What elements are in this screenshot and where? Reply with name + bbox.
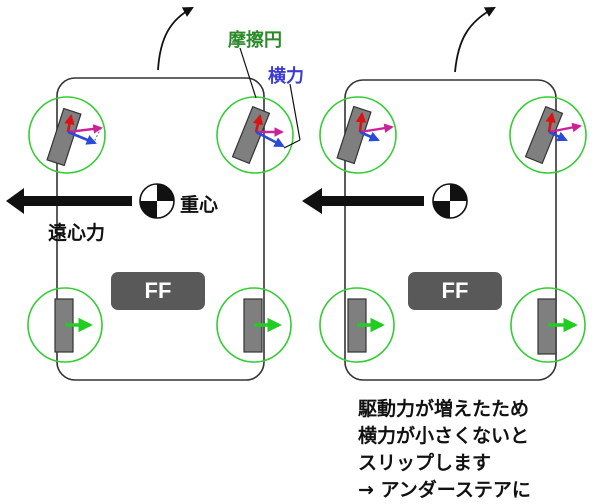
centrifugal-force-label: 遠心力 [48, 222, 106, 244]
note-line: 駆動力が増えたため [358, 398, 530, 420]
wheel-front-left-2 [319, 96, 397, 174]
lateral-force-label: 横力 [268, 66, 304, 87]
wheel-rear-right [216, 287, 292, 363]
wheel-rear-right-2 [510, 287, 586, 363]
drive-type-label-right: FF [441, 278, 469, 303]
drive-type-label-left: FF [144, 278, 172, 303]
center-of-gravity-label: 重心 [180, 194, 219, 216]
lateral-leader-2 [283, 139, 301, 149]
drive-type-box-right: FF [408, 272, 502, 310]
note-line: スリップします [358, 452, 492, 474]
centrifugal-arrow-right [302, 188, 424, 214]
wheel-front-left [28, 96, 106, 174]
cg-symbol-right [432, 183, 468, 219]
car-right [302, 6, 587, 381]
note-line: → アンダーステアに [358, 479, 531, 501]
heading-arrow-right [454, 6, 496, 73]
wheel-rear-left-2 [319, 287, 395, 363]
car-body-left [56, 77, 265, 381]
wheel-front-right-2 [509, 96, 587, 174]
heading-arrow-left [157, 6, 194, 71]
lateral-leader [289, 83, 301, 141]
wheel-front-right [216, 96, 294, 174]
car-body-right [344, 79, 557, 381]
note-line: 横力が小さくないと [358, 425, 530, 447]
friction-leader [239, 47, 257, 99]
centrifugal-arrow [6, 188, 132, 214]
friction-circle-label: 摩擦円 [228, 30, 282, 51]
wheel-rear-left [27, 287, 103, 363]
drive-type-box-left: FF [111, 272, 205, 310]
car-left [6, 6, 301, 381]
cg-symbol-left [139, 183, 175, 219]
explanation-note: 駆動力が増えたため 横力が小さくないと スリップします → アンダーステアに [358, 396, 531, 504]
